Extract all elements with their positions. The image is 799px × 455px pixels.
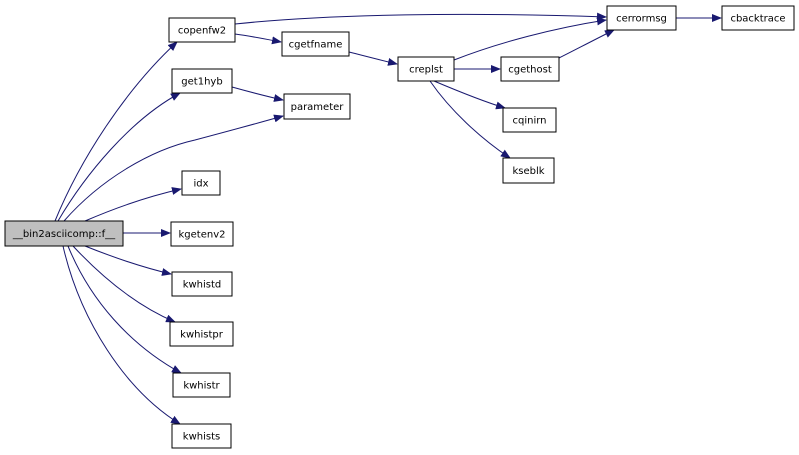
edge-creplst-to-cerrormsg xyxy=(453,17,607,61)
node-parameter[interactable]: parameter xyxy=(283,93,351,120)
node-kseblk[interactable]: kseblk xyxy=(502,157,555,184)
edge-root-to-get1hyb xyxy=(57,92,181,222)
node-kgetenv2[interactable]: kgetenv2 xyxy=(170,221,234,247)
node-box xyxy=(171,68,233,94)
node-box xyxy=(281,31,350,57)
node-label: kgetenv2 xyxy=(179,230,226,241)
node-box xyxy=(4,220,124,247)
node-box xyxy=(500,56,560,82)
node-box xyxy=(171,271,233,297)
node-root: __bin2asciicomp::f__ xyxy=(4,220,124,247)
node-kwhistd[interactable]: kwhistd xyxy=(171,271,233,297)
node-label: cqinirn xyxy=(512,116,546,127)
node-cqinirn[interactable]: cqinirn xyxy=(502,107,557,133)
node-box xyxy=(397,56,455,82)
node-copenfw2[interactable]: copenfw2 xyxy=(168,17,236,43)
node-box xyxy=(172,372,231,398)
edge-root-to-kwhists xyxy=(62,245,181,425)
edge-root-to-kwhistpr xyxy=(72,245,176,323)
node-label: cbacktrace xyxy=(730,14,785,25)
node-label: cgethost xyxy=(508,65,552,76)
node-label: cerrormsg xyxy=(616,14,667,25)
node-cgethost[interactable]: cgethost xyxy=(500,56,560,82)
edge-get1hyb-to-parameter xyxy=(231,86,284,102)
node-cbacktrace[interactable]: cbacktrace xyxy=(721,5,795,31)
node-box xyxy=(169,321,234,347)
node-kwhistpr[interactable]: kwhistpr xyxy=(169,321,234,347)
node-label: cgetfname xyxy=(289,40,343,51)
node-box xyxy=(168,17,236,43)
node-box xyxy=(606,5,677,31)
edge-root-to-kwhistr xyxy=(67,245,182,374)
node-label: __bin2asciicomp::f__ xyxy=(12,229,116,240)
node-label: kwhistpr xyxy=(180,330,224,341)
node-label: kwhists xyxy=(183,432,220,443)
node-label: get1hyb xyxy=(181,77,222,88)
node-creplst[interactable]: creplst xyxy=(397,56,455,82)
node-kwhists[interactable]: kwhists xyxy=(171,423,232,449)
node-label: idx xyxy=(193,179,208,190)
node-kwhistr[interactable]: kwhistr xyxy=(172,372,231,398)
node-label: copenfw2 xyxy=(178,26,226,37)
node-box xyxy=(170,221,234,247)
node-box xyxy=(283,93,351,120)
node-get1hyb[interactable]: get1hyb xyxy=(171,68,233,94)
node-box xyxy=(502,107,557,133)
edge-root-to-copenfw2 xyxy=(54,41,178,222)
edge-creplst-to-kseblk xyxy=(429,80,511,159)
node-label: kseblk xyxy=(512,166,544,177)
nodes-layer: __bin2asciicomp::f__ copenfw2get1hybidxkg… xyxy=(4,5,795,449)
node-cgetfname[interactable]: cgetfname xyxy=(281,31,350,57)
edge-cgetfname-to-creplst xyxy=(348,51,398,66)
node-idx[interactable]: idx xyxy=(181,170,221,196)
edge-copenfw2-to-cgetfname xyxy=(234,33,282,45)
node-box xyxy=(171,423,232,449)
edges-layer xyxy=(54,12,722,425)
node-cerrormsg[interactable]: cerrormsg xyxy=(606,5,677,31)
edge-copenfw2-to-cerrormsg xyxy=(234,12,607,25)
edge-root-to-kwhistd xyxy=(84,245,172,276)
node-label: parameter xyxy=(291,102,345,113)
edge-cgethost-to-cerrormsg xyxy=(558,29,615,59)
node-label: kwhistr xyxy=(183,381,220,392)
node-label: kwhistd xyxy=(183,280,222,291)
node-label: creplst xyxy=(409,65,443,76)
node-box xyxy=(721,5,795,31)
node-box xyxy=(181,170,221,196)
edge-creplst-to-cqinirn xyxy=(433,80,506,110)
node-box xyxy=(502,157,555,184)
edge-root-to-parameter xyxy=(63,114,284,222)
edge-root-to-idx xyxy=(84,187,182,222)
